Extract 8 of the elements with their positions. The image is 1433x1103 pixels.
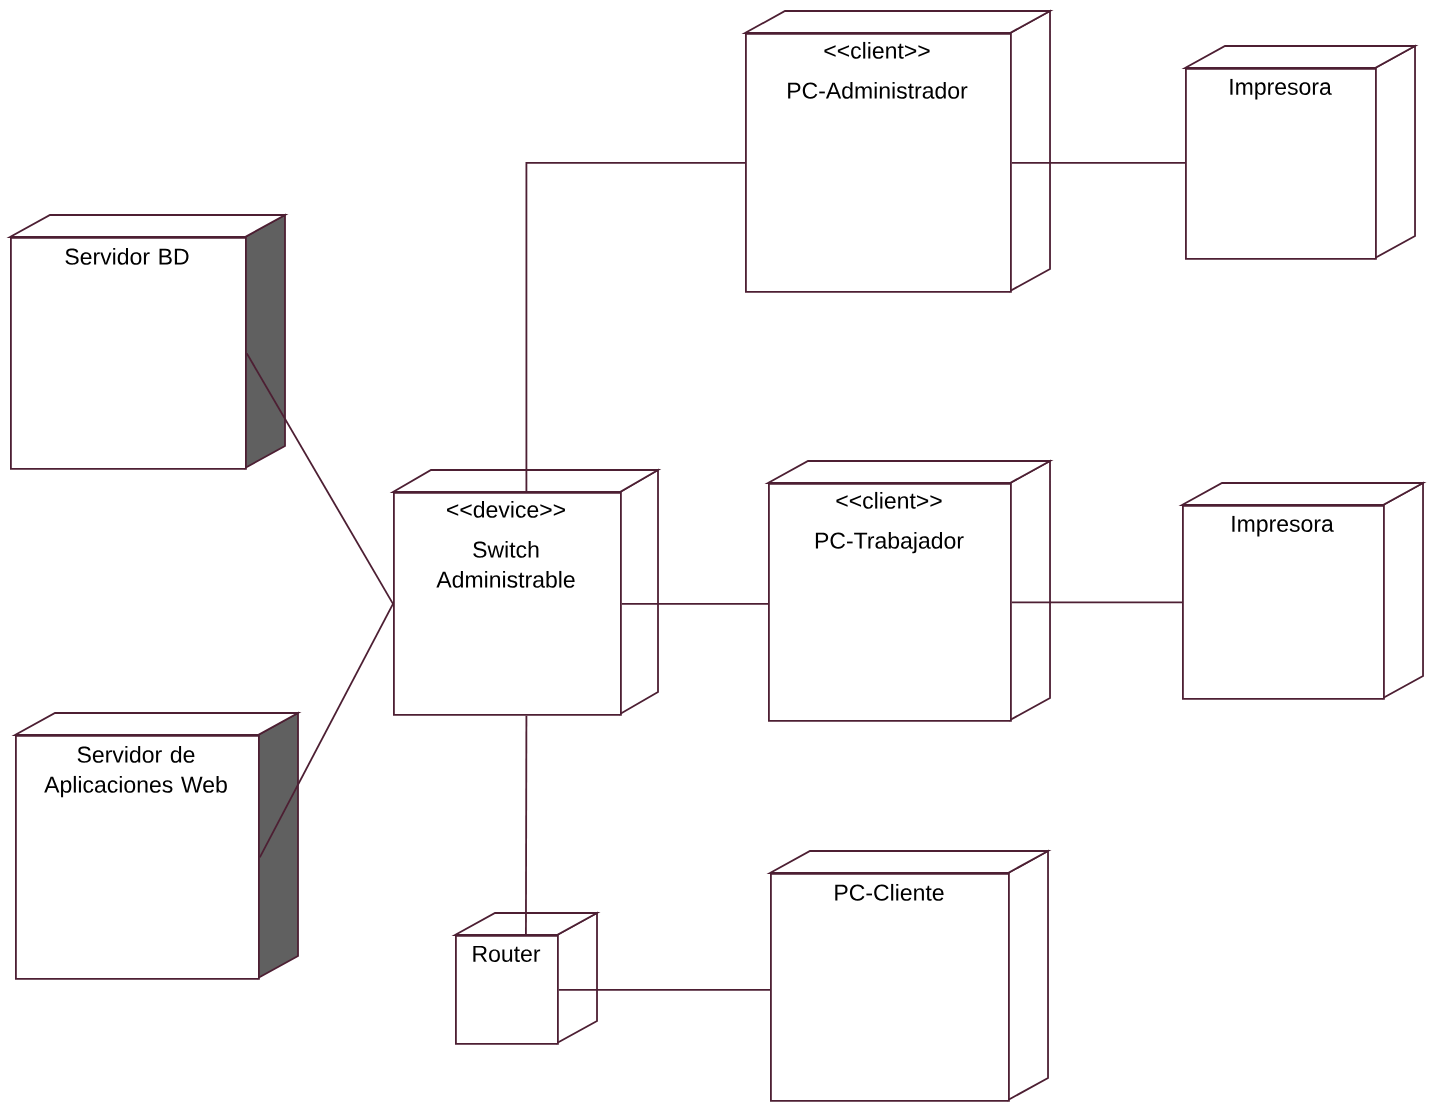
connector-line	[557, 989, 771, 991]
connector-line	[1010, 601, 1183, 604]
connector-line	[245, 352, 394, 605]
connector-line	[620, 603, 769, 605]
connector-line	[525, 162, 746, 493]
connector-line	[1010, 162, 1186, 164]
connector-line	[525, 714, 528, 936]
connector-line	[258, 603, 394, 859]
